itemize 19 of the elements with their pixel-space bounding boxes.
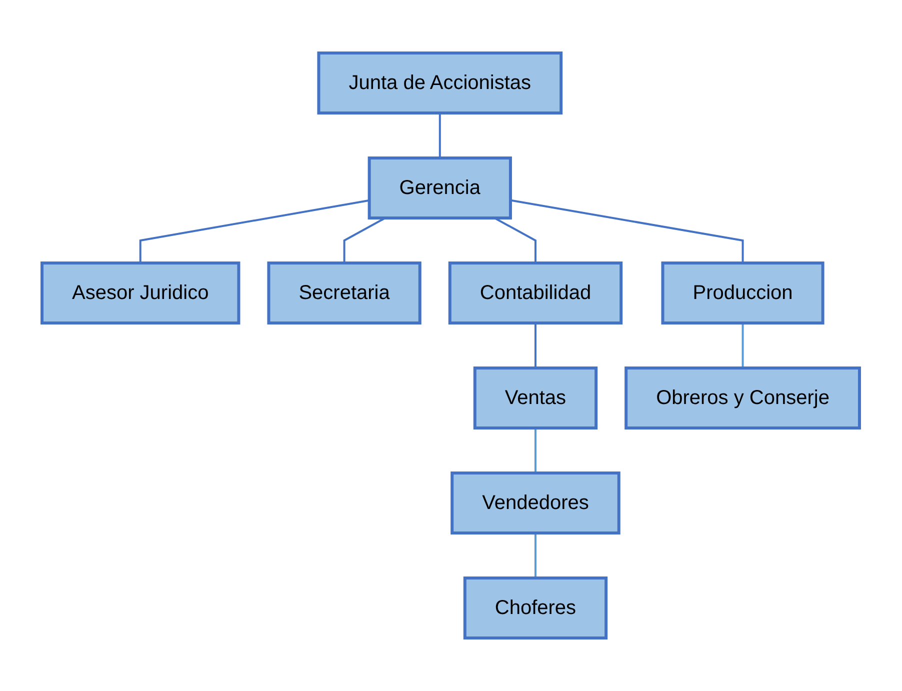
connector	[534, 533, 537, 578]
node-box: Produccion	[662, 262, 825, 324]
connector	[494, 217, 537, 263]
connector	[742, 323, 744, 368]
node-box: Choferes	[464, 576, 608, 640]
connector	[534, 323, 537, 368]
node-box: Gerencia	[368, 156, 512, 220]
node-box: Contabilidad	[448, 262, 623, 324]
node-box: Secretaria	[267, 262, 422, 324]
node-box: Obreros y Conserje	[624, 366, 862, 430]
connector	[344, 217, 386, 263]
connector	[140, 199, 370, 263]
node-box: Ventas	[474, 366, 598, 430]
connector	[439, 113, 442, 158]
node-box: Junta de Accionistas	[317, 52, 563, 114]
connector	[510, 199, 744, 263]
node-box: Asesor Juridico	[40, 262, 240, 324]
connector	[534, 428, 537, 473]
node-box: Vendedores	[450, 472, 621, 534]
